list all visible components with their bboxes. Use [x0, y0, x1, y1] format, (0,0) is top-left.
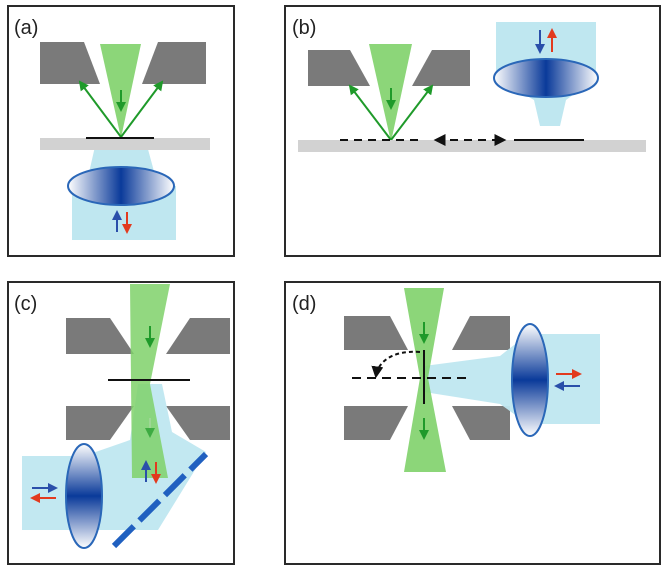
panel-c: (c)	[7, 281, 235, 565]
lens	[511, 323, 549, 437]
panel-a: (a)	[7, 5, 235, 257]
sample-substrate	[40, 138, 210, 150]
pole-piece-upper-right	[452, 316, 510, 350]
emission-arrow-right	[120, 80, 164, 138]
pole-piece-upper-left	[344, 316, 408, 350]
lens	[67, 166, 175, 206]
lens	[493, 58, 599, 98]
pole-piece-left	[40, 42, 100, 84]
panel-b-frame	[284, 5, 661, 257]
mirror	[111, 451, 209, 549]
pole-piece-lower-left	[66, 406, 134, 440]
panel-b-label: (b)	[292, 17, 316, 39]
pole-piece-lower-right	[166, 406, 230, 440]
pole-piece-lower-left	[344, 406, 408, 440]
panel-d: (d)	[284, 281, 661, 565]
lens	[65, 443, 103, 549]
pole-piece-upper-left	[66, 318, 134, 354]
emission-arrow-left	[348, 84, 392, 141]
panel-b: (b)	[284, 5, 661, 257]
panel-a-label: (a)	[14, 17, 38, 39]
emission-arrow-right	[390, 84, 434, 141]
panel-c-label: (c)	[14, 293, 37, 315]
panel-d-label: (d)	[292, 293, 316, 315]
pole-piece-left	[308, 50, 370, 86]
sample-substrate	[298, 140, 646, 152]
pole-piece-right	[412, 50, 470, 86]
emission-arrow-left	[78, 80, 122, 138]
rotation-arrow	[371, 350, 421, 379]
pole-piece-lower-right	[452, 406, 510, 440]
pole-piece-right	[142, 42, 206, 84]
pole-piece-upper-right	[166, 318, 230, 354]
